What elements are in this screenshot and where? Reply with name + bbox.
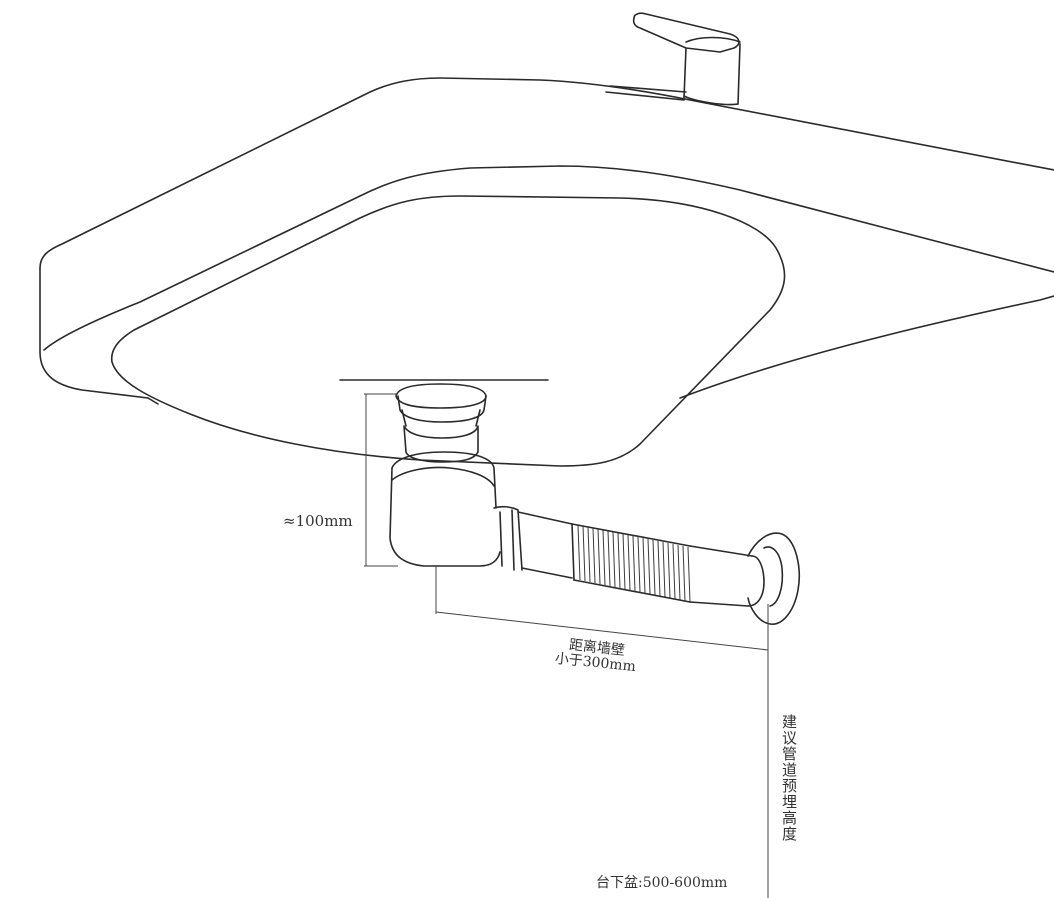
dimension-lines — [364, 393, 769, 898]
drain-height-label: ≈100mm — [283, 512, 353, 530]
pipe-height-label: 建议管道预埋高度 — [780, 714, 798, 842]
undermount-basin-label: 台下盆:500-600mm — [596, 875, 728, 891]
drain-pipe — [571, 523, 801, 625]
basin-top — [39, 77, 1054, 405]
bottle-trap — [389, 383, 573, 579]
basin-bowl — [110, 195, 1054, 467]
faucet — [605, 12, 741, 106]
